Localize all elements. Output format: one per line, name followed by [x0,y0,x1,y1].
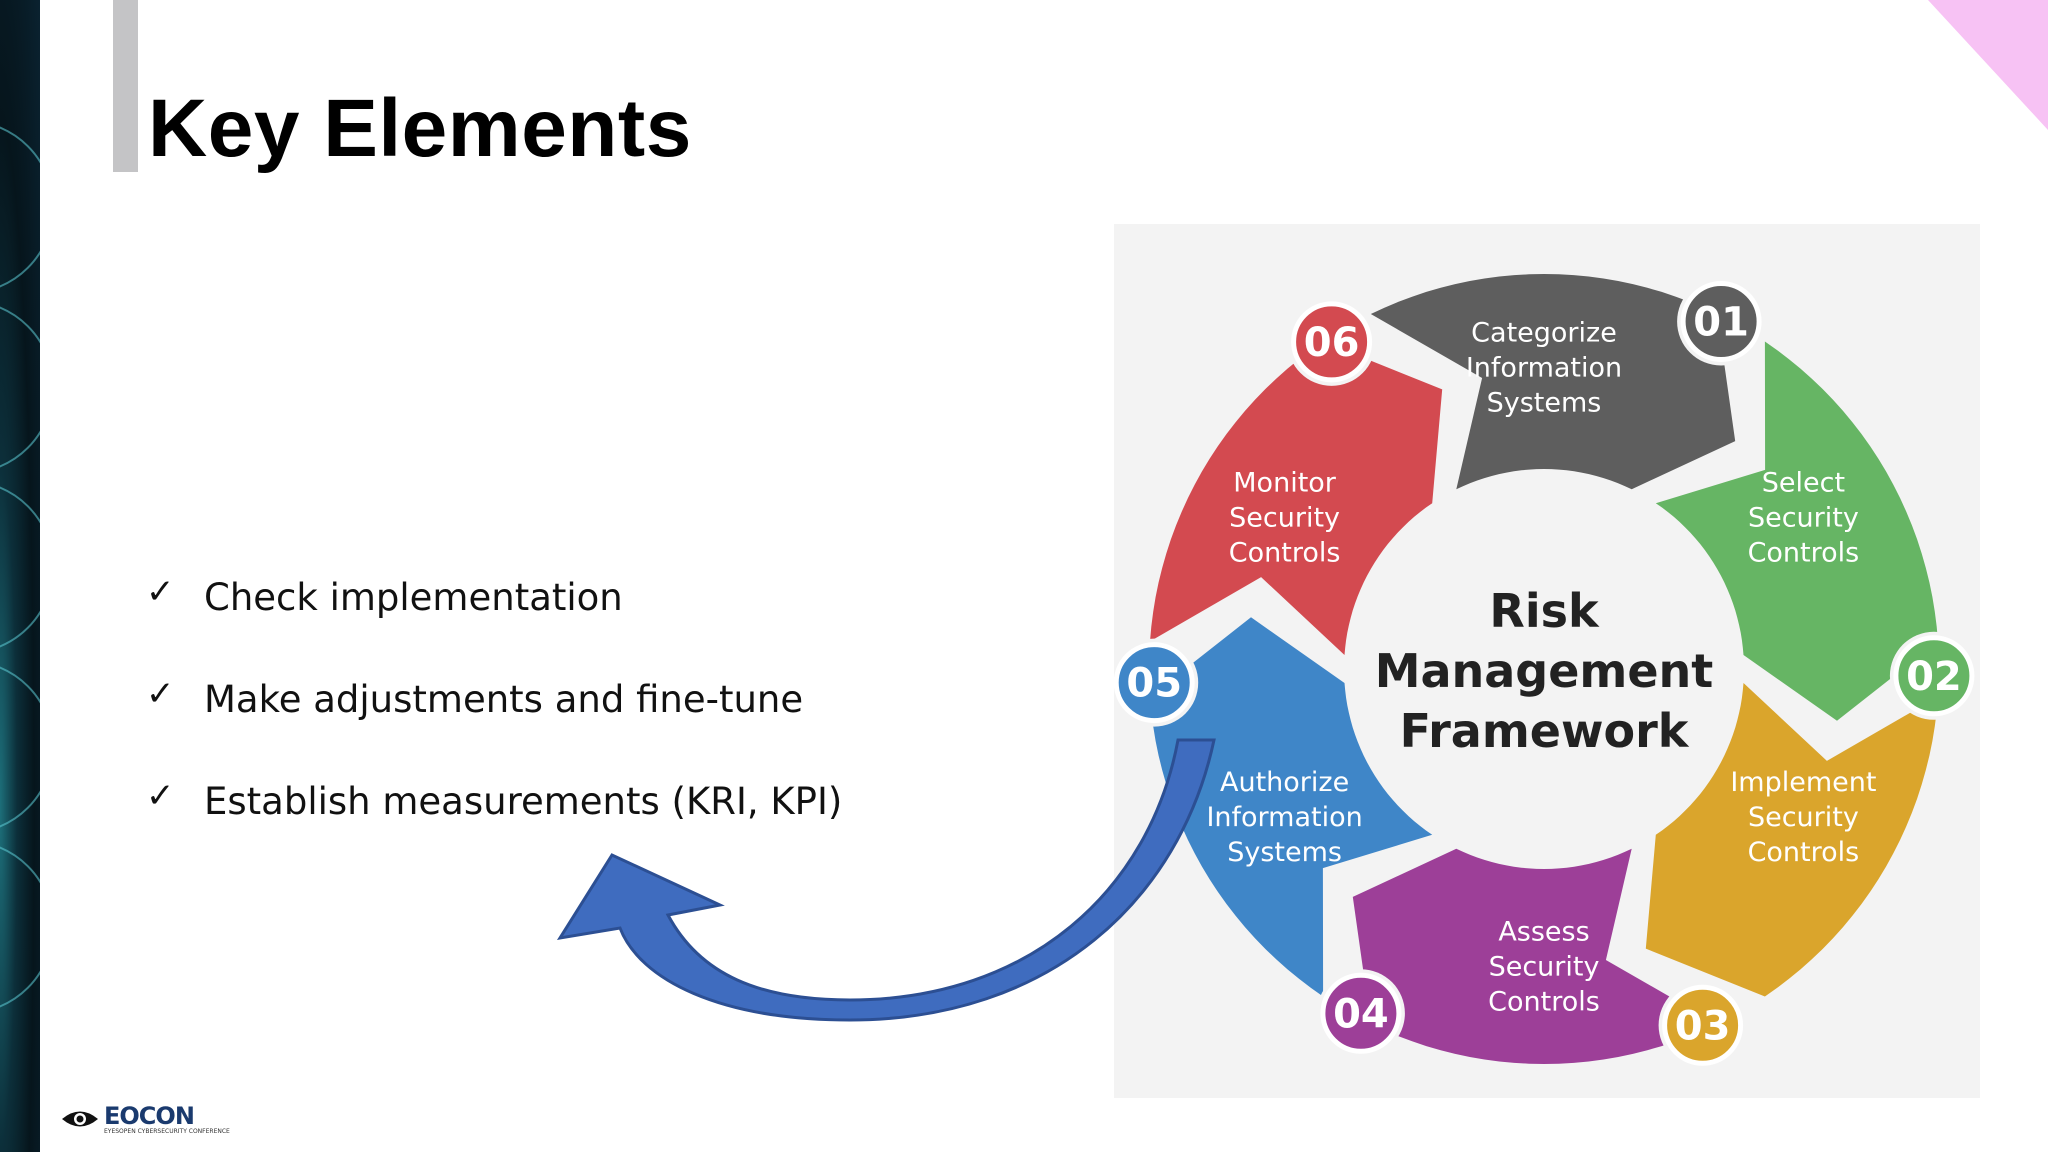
rmf-segment-label: Controls [1748,837,1860,868]
rmf-step-badge-01: 01 [1677,277,1766,366]
decorative-left-strip [0,0,40,1152]
rmf-segment-06 [1150,341,1443,655]
rmf-segment-01 [1370,274,1736,490]
rmf-center-title: Risk [1489,584,1600,638]
rmf-segment-label: Categorize [1471,318,1617,349]
bullet-text: Make adjustments and fine-tune [204,678,804,721]
rmf-cycle-diagram: CategorizeInformationSystemsSelectSecuri… [1114,274,1978,1070]
rmf-step-badge-02: 02 [1889,631,1978,720]
rmf-segment-label: Security [1489,952,1600,983]
rmf-segment-label: Monitor [1233,467,1337,498]
title-accent-bar [113,0,138,172]
rmf-segment-label: Authorize [1220,767,1349,798]
rmf-segment-label: Select [1762,467,1845,498]
rmf-segment-03 [1645,683,1938,997]
rmf-step-number: 06 [1304,320,1360,366]
rmf-center-title: Management [1375,644,1714,698]
rmf-step-badge-04: 04 [1316,969,1405,1058]
logo-name: EOCON [104,1102,195,1130]
rmf-step-badge-05: 05 [1114,638,1199,727]
rmf-segment-label: Information [1206,802,1362,833]
rmf-center-title: Framework [1400,704,1690,758]
rmf-segment-05 [1150,617,1433,997]
rmf-segment-02 [1655,341,1938,721]
eocon-logo: EOCON EYESOPEN CYBERSECURITY CONFERENCE [60,1098,230,1138]
rmf-segment-label: Security [1748,802,1859,833]
rmf-step-badge-06: 06 [1287,297,1376,386]
rmf-segment-label: Assess [1498,917,1589,948]
decorative-corner [1928,0,2048,130]
rmf-segment-label: Controls [1229,537,1341,568]
rmf-step-badge-03: 03 [1658,981,1747,1070]
rmf-segment-label: Systems [1487,388,1602,419]
rmf-segment-label: Security [1748,502,1859,533]
eye-icon [62,1111,98,1127]
checkmark-icon: ✓ [146,674,175,714]
rmf-segment-label: Information [1466,353,1622,384]
rmf-segment-label: Implement [1730,767,1876,798]
rmf-segment-label: Controls [1488,987,1600,1018]
logo-subtitle: EYESOPEN CYBERSECURITY CONFERENCE [104,1128,230,1135]
curved-arrow [556,738,1216,1022]
checkmark-icon: ✓ [146,572,175,612]
rmf-segment-label: Systems [1227,837,1342,868]
rmf-step-number: 05 [1126,661,1182,707]
bullet-text: Establish measurements (KRI, KPI) [204,780,843,823]
rmf-segment-04 [1352,848,1718,1064]
rmf-step-number: 04 [1333,991,1389,1037]
rmf-step-number: 02 [1906,654,1962,700]
checkmark-icon: ✓ [146,776,175,816]
rmf-step-number: 01 [1693,300,1749,346]
rmf-step-number: 03 [1675,1003,1731,1049]
bullet-text: Check implementation [204,576,623,619]
rmf-segment-label: Controls [1748,537,1860,568]
slide-title: Key Elements [148,83,692,174]
rmf-segment-label: Security [1229,502,1340,533]
